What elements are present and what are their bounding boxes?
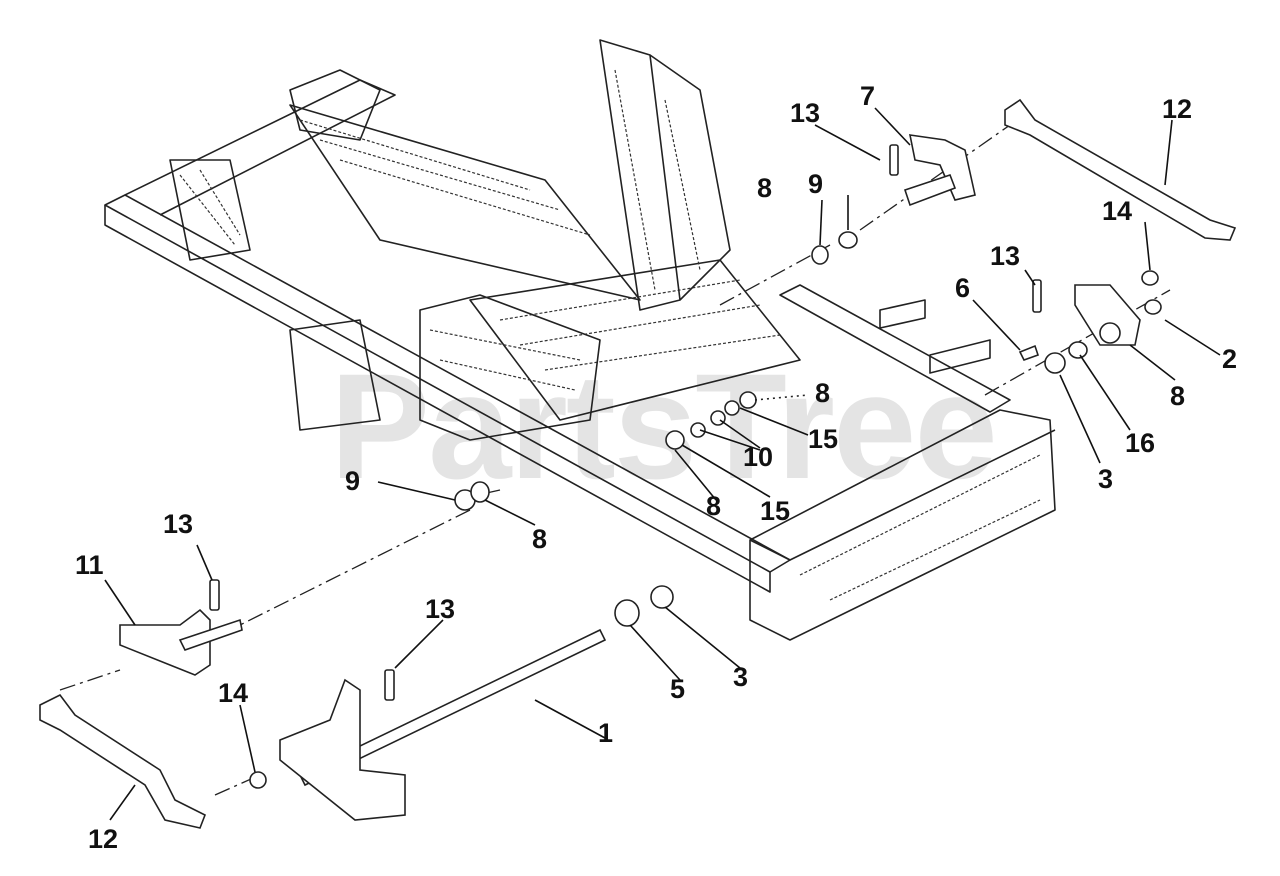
callout-8: 8 [706,491,721,521]
callout-5: 5 [670,674,685,704]
callout-14: 14 [1102,196,1132,226]
callout-6: 8 [1170,381,1185,411]
washers-right [811,144,1162,374]
callout-10: 10 [743,442,773,472]
callout-11: 11 [75,550,104,580]
callout-13: 13 [790,98,820,128]
callout-9: 9 [808,169,823,199]
callout-12: 12 [88,824,118,854]
bracket-part-7 [903,134,976,207]
callout-2: 2 [1222,344,1237,374]
bracket-part-11 [119,579,243,676]
callout-4: 6 [955,273,970,303]
callout-1: 1 [598,718,613,748]
callout-labels: 13 7 12 8 9 14 13 6 2 8 16 3 8 15 10 15 … [75,81,1237,854]
leader-lines [104,107,1221,821]
callout-8: 8 [532,524,547,554]
rod-part-12-right [1004,98,1237,241]
chassis-frame [104,39,1056,641]
watermark-text: PartsTree [330,342,996,510]
callout-3: 3 [1098,464,1113,494]
callout-15: 15 [760,496,790,526]
callout-9: 9 [345,466,360,496]
callout-13: 13 [425,594,455,624]
callout-16: 16 [1125,428,1155,458]
callout-15: 15 [808,424,838,454]
callout-8: 8 [815,378,830,408]
callout-13: 13 [990,241,1020,271]
callout-3: 3 [733,662,748,692]
rod-part-12-left [39,693,267,829]
bracket-part-6 [1074,284,1141,346]
lever-part-1 [279,628,607,821]
callout-13: 13 [163,509,193,539]
callout-14: 14 [218,678,248,708]
callout-8: 8 [757,173,772,203]
callout-12: 12 [1162,94,1192,124]
callout-7: 7 [860,81,875,111]
